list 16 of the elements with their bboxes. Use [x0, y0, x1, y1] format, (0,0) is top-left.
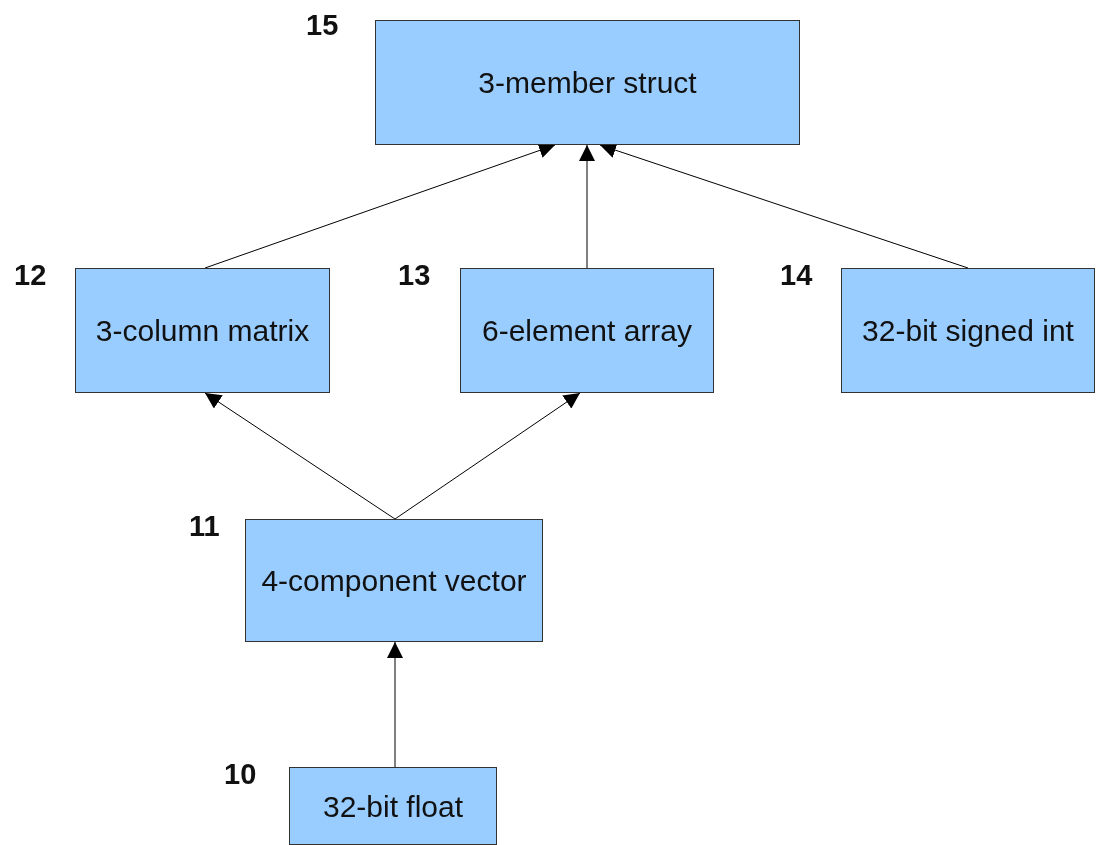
arrow [387, 641, 403, 768]
type-name: 4-component vector [261, 563, 527, 599]
node-number: 14 [780, 259, 813, 292]
node-number: 10 [224, 758, 257, 791]
node-number: 13 [398, 259, 431, 292]
arrow [394, 392, 581, 520]
arrow [579, 144, 595, 269]
type-name: 6-element array [481, 313, 693, 349]
node-number: 12 [14, 259, 47, 292]
arrow [204, 392, 396, 520]
type-name: 3-member struct [478, 65, 697, 101]
node-number: 15 [306, 9, 339, 42]
type-name: 32-bit signed int [862, 313, 1074, 349]
type-name: 32-bit float [322, 788, 464, 825]
node-number: 11 [189, 510, 220, 543]
type-name: 3-column matrix [95, 313, 310, 349]
